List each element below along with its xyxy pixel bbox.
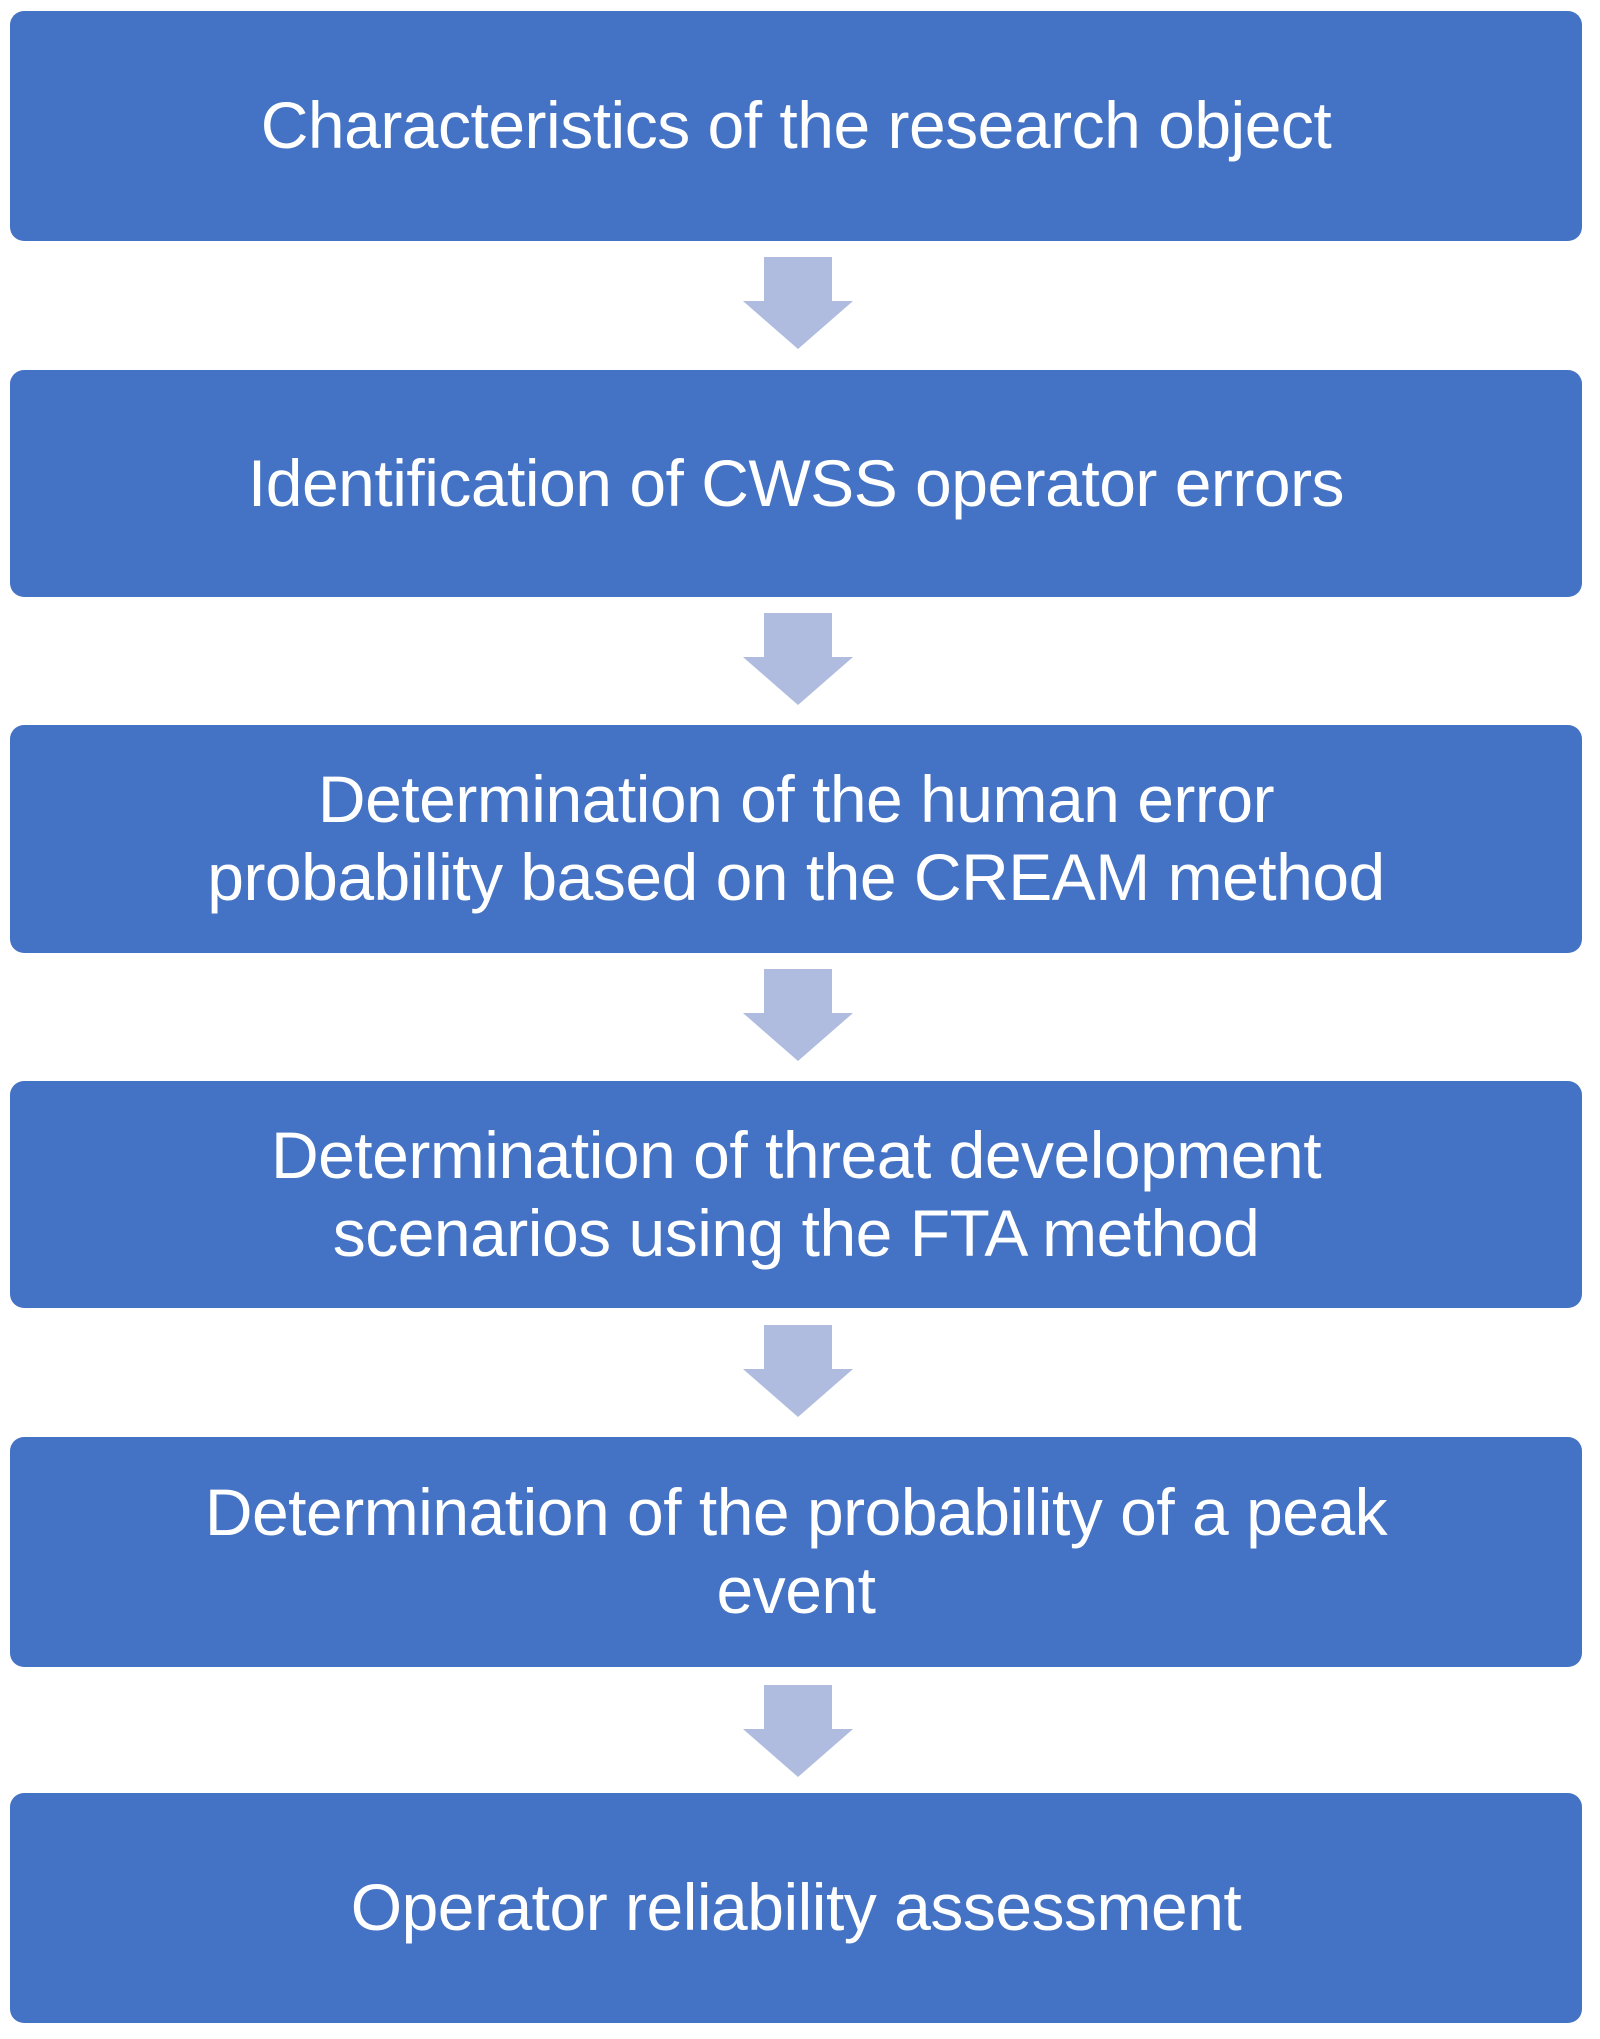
flowchart-step-4-label: Determination of threat development scen…: [270, 1117, 1322, 1270]
flowchart-step-1: Characteristics of the research object: [10, 11, 1582, 241]
flowchart-step-5: Determination of the probability of a pe…: [10, 1437, 1582, 1667]
flowchart-connector-3: [743, 969, 853, 1061]
flowchart-step-2-label: Identification of CWSS operator errors: [247, 445, 1345, 520]
down-arrow-icon: [743, 1325, 853, 1417]
flowchart-step-2: Identification of CWSS operator errors: [10, 370, 1582, 597]
flowchart-step-6: Operator reliability assessment: [10, 1793, 1582, 2023]
down-arrow-icon: [743, 1685, 853, 1777]
down-arrow-icon: [743, 257, 853, 349]
flowchart-step-6-label: Operator reliability assessment: [350, 1870, 1242, 1945]
flowchart-connector-5: [743, 1685, 853, 1777]
flowchart-step-3: Determination of the human error probabi…: [10, 725, 1582, 953]
down-arrow-icon: [743, 969, 853, 1061]
flowchart-step-1-label: Characteristics of the research object: [260, 88, 1332, 163]
flowchart-step-5-label: Determination of the probability of a pe…: [204, 1475, 1388, 1627]
flowchart-connector-4: [743, 1325, 853, 1417]
down-arrow-icon: [743, 613, 853, 705]
flowchart-connector-2: [743, 613, 853, 705]
flowchart-step-4: Determination of threat development scen…: [10, 1081, 1582, 1308]
flowchart-connector-1: [743, 257, 853, 349]
flowchart-step-3-label: Determination of the human error probabi…: [207, 762, 1385, 914]
